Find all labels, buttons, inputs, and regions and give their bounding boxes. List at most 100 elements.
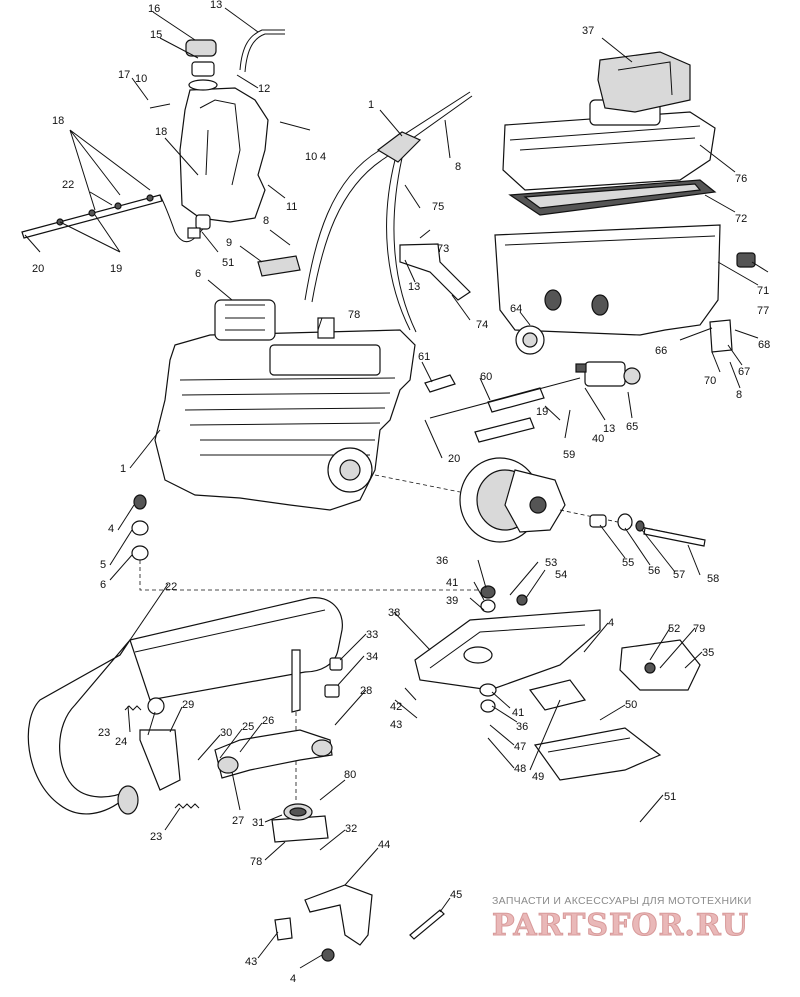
callout: 77 bbox=[757, 305, 769, 317]
callout: 20 bbox=[32, 263, 44, 275]
callout: 22 bbox=[165, 581, 177, 593]
callout: 18 bbox=[155, 126, 167, 138]
callout: 33 bbox=[366, 629, 378, 641]
callout: 64 bbox=[510, 303, 522, 315]
callout: 19 bbox=[110, 263, 122, 275]
callout: 13 bbox=[603, 423, 615, 435]
callout: 51 bbox=[664, 791, 676, 803]
exhaust-bracket-29 bbox=[139, 729, 181, 791]
callout: 55 bbox=[622, 557, 634, 569]
callout: 18 bbox=[52, 115, 64, 127]
callout: 74 bbox=[476, 319, 488, 331]
callout: 50 bbox=[625, 699, 637, 711]
watermark-caption: ЗАПЧАСТИ И АКСЕССУАРЫ ДЛЯ МОТОТЕХНИКИ bbox=[492, 895, 752, 907]
callout: 68 bbox=[758, 339, 770, 351]
exhaust-manifold bbox=[214, 729, 333, 779]
callout: 52 bbox=[668, 623, 680, 635]
callout: 43 bbox=[245, 956, 257, 968]
mount-hardware bbox=[131, 494, 480, 591]
callout: 79 bbox=[693, 623, 705, 635]
callout: 42 bbox=[390, 701, 402, 713]
callout: 54 bbox=[555, 569, 567, 581]
exhaust-flange bbox=[271, 803, 329, 843]
grommet-24 bbox=[147, 697, 165, 715]
mount-plate bbox=[414, 609, 601, 691]
callout: 58 bbox=[707, 573, 719, 585]
callout: 47 bbox=[514, 741, 526, 753]
callout: 20 bbox=[448, 453, 460, 465]
callout: 28 bbox=[360, 685, 372, 697]
airbox-lid bbox=[502, 99, 716, 191]
callout: 49 bbox=[532, 771, 544, 783]
callout: 6 bbox=[100, 579, 106, 591]
bolt-46 bbox=[409, 909, 445, 940]
fuel-valve bbox=[187, 214, 211, 239]
callout: 4 bbox=[608, 617, 614, 629]
callout: 26 bbox=[262, 715, 274, 727]
callout: 67 bbox=[738, 366, 750, 378]
callout: 15 bbox=[150, 29, 162, 41]
leader-lines bbox=[24, 7, 769, 969]
engine-block bbox=[154, 299, 416, 511]
callout: 16 bbox=[148, 3, 160, 15]
fuel-line-assembly bbox=[21, 194, 163, 239]
callout: 5 bbox=[100, 559, 106, 571]
callout: 12 bbox=[258, 83, 270, 95]
air-filter bbox=[508, 179, 717, 216]
callout: 4 bbox=[290, 973, 296, 985]
fitting-70 bbox=[736, 252, 756, 268]
watermark-logo: PARTSFOR.RU bbox=[492, 908, 749, 944]
bracket-45 bbox=[274, 884, 373, 962]
crank-bolt-set bbox=[589, 513, 706, 547]
callout: 35 bbox=[702, 647, 714, 659]
callout-labels: 16 15 13 12 17 10 10 4 18 18 22 19 20 11… bbox=[32, 0, 770, 985]
callout: 10 bbox=[135, 73, 147, 85]
callout: 25 bbox=[242, 721, 254, 733]
callout: 60 bbox=[480, 371, 492, 383]
callout: 30 bbox=[220, 727, 232, 739]
callout: 31 bbox=[252, 817, 264, 829]
callout: 39 bbox=[446, 595, 458, 607]
callout: 13 bbox=[210, 0, 222, 11]
isolator-49 bbox=[528, 679, 587, 711]
callout: 41 bbox=[512, 707, 524, 719]
mount-hardware-36-41 bbox=[479, 585, 528, 713]
callout: 8 bbox=[263, 215, 269, 227]
recoil-starter bbox=[374, 457, 681, 543]
callout: 70 bbox=[704, 375, 716, 387]
callout: 36 bbox=[516, 721, 528, 733]
plate-52 bbox=[619, 639, 701, 691]
callout: 4 bbox=[108, 523, 114, 535]
hangers-33-34 bbox=[324, 657, 343, 698]
callout: 36 bbox=[436, 555, 448, 567]
callout: 53 bbox=[545, 557, 557, 569]
bracket-64 bbox=[709, 319, 733, 353]
callout: 59 bbox=[563, 449, 575, 461]
callout: 6 bbox=[195, 268, 201, 280]
callout: 43 bbox=[390, 719, 402, 731]
callout: 38 bbox=[388, 607, 400, 619]
callout: 13 bbox=[408, 281, 420, 293]
callout: 66 bbox=[655, 345, 667, 357]
callout: 44 bbox=[378, 839, 390, 851]
bracket-73 bbox=[399, 243, 471, 301]
callout: 73 bbox=[437, 243, 449, 255]
callout: 45 bbox=[450, 889, 462, 901]
callout: 9 bbox=[226, 237, 232, 249]
callout: 75 bbox=[432, 201, 444, 213]
heat-shield bbox=[533, 727, 662, 781]
callout: 48 bbox=[514, 763, 526, 775]
callout: 72 bbox=[735, 213, 747, 225]
callout: 78 bbox=[348, 309, 360, 321]
callout: 4 bbox=[320, 151, 326, 163]
throttle-cable bbox=[304, 91, 473, 333]
callout: 29 bbox=[182, 699, 194, 711]
callout: 23 bbox=[98, 727, 110, 739]
callout: 61 bbox=[418, 351, 430, 363]
callout: 65 bbox=[626, 421, 638, 433]
callout: 19 bbox=[536, 406, 548, 418]
callout: 56 bbox=[648, 565, 660, 577]
callout: 37 bbox=[582, 25, 594, 37]
